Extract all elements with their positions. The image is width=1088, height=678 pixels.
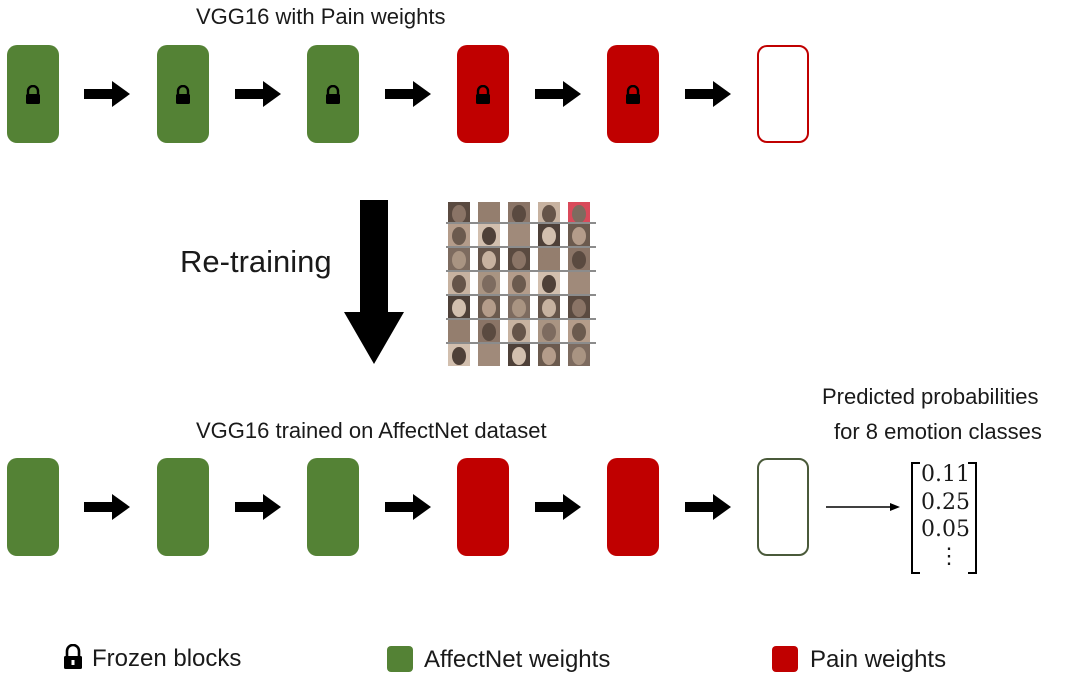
right-arrow-icon bbox=[535, 81, 581, 107]
top-output-block bbox=[757, 45, 809, 143]
prediction-label-line2: for 8 emotion classes bbox=[834, 419, 1042, 444]
bottom-block-4 bbox=[457, 458, 509, 556]
face-shape bbox=[452, 347, 466, 365]
face-shape bbox=[542, 227, 556, 245]
lock-icon bbox=[26, 85, 40, 104]
face-shape bbox=[542, 347, 556, 365]
probability-ellipsis: ⋮ bbox=[938, 544, 960, 569]
right-arrow-icon bbox=[685, 81, 731, 107]
top-block-5 bbox=[607, 45, 659, 143]
face-shape bbox=[452, 251, 466, 269]
face-shape bbox=[452, 227, 466, 245]
bottom-block-2 bbox=[157, 458, 209, 556]
right-arrow-icon bbox=[685, 494, 731, 520]
prediction-label-line1: Predicted probabilities bbox=[822, 384, 1039, 409]
lock-icon bbox=[476, 85, 490, 104]
face-shape bbox=[542, 275, 556, 293]
top-block-2 bbox=[157, 45, 209, 143]
bottom-block-3 bbox=[307, 458, 359, 556]
top-block-4 bbox=[457, 45, 509, 143]
face-shape bbox=[512, 323, 526, 341]
mosaic-divider bbox=[446, 270, 596, 272]
lock-icon bbox=[326, 85, 340, 104]
face-shape bbox=[512, 347, 526, 365]
right-arrow-icon bbox=[385, 81, 431, 107]
mosaic-divider bbox=[446, 294, 596, 296]
right-arrow-icon bbox=[235, 81, 281, 107]
right-arrow-icon bbox=[84, 494, 130, 520]
face-shape bbox=[512, 299, 526, 317]
face-shape bbox=[482, 227, 496, 245]
face-shape bbox=[482, 347, 496, 365]
face-shape bbox=[542, 251, 556, 269]
face-shape bbox=[482, 205, 496, 223]
face-shape bbox=[452, 205, 466, 223]
top-title: VGG16 with Pain weights bbox=[196, 4, 446, 29]
probability-value: 0.05 bbox=[921, 517, 970, 542]
face-shape bbox=[572, 275, 586, 293]
legend-frozen-label: Frozen blocks bbox=[92, 645, 242, 672]
face-shape bbox=[572, 347, 586, 365]
right-bracket bbox=[968, 462, 977, 574]
face-shape bbox=[512, 275, 526, 293]
top-block-3 bbox=[307, 45, 359, 143]
mosaic-divider bbox=[446, 222, 596, 224]
face-shape bbox=[572, 323, 586, 341]
face-shape bbox=[512, 227, 526, 245]
mosaic-divider bbox=[446, 342, 596, 344]
bottom-output-block bbox=[757, 458, 809, 556]
face-shape bbox=[542, 205, 556, 223]
mosaic-divider bbox=[446, 246, 596, 248]
lock-icon bbox=[64, 644, 82, 669]
face-shape bbox=[452, 299, 466, 317]
face-shape bbox=[572, 251, 586, 269]
face-shape bbox=[482, 251, 496, 269]
legend-pain-swatch bbox=[772, 646, 798, 672]
face-shape bbox=[572, 299, 586, 317]
output-arrow-icon bbox=[826, 503, 900, 511]
legend-affectnet-swatch bbox=[387, 646, 413, 672]
lock-icon bbox=[176, 85, 190, 104]
face-shape bbox=[512, 251, 526, 269]
down-arrow-icon bbox=[344, 200, 404, 364]
face-shape bbox=[482, 275, 496, 293]
face-shape bbox=[512, 205, 526, 223]
face-shape bbox=[452, 275, 466, 293]
mosaic-divider bbox=[446, 318, 596, 320]
probability-value: 0.11 bbox=[921, 462, 970, 487]
retrain-label: Re-training bbox=[180, 244, 332, 279]
face-shape bbox=[542, 299, 556, 317]
lock-icon bbox=[626, 85, 640, 104]
right-arrow-icon bbox=[535, 494, 581, 520]
face-shape bbox=[482, 323, 496, 341]
probability-value: 0.25 bbox=[921, 490, 970, 515]
bottom-title: VGG16 trained on AffectNet dataset bbox=[196, 418, 547, 443]
legend-pain-label: Pain weights bbox=[810, 646, 947, 673]
face-shape bbox=[572, 227, 586, 245]
right-arrow-icon bbox=[235, 494, 281, 520]
top-block-1 bbox=[7, 45, 59, 143]
bottom-block-5 bbox=[607, 458, 659, 556]
face-shape bbox=[572, 205, 586, 223]
face-shape bbox=[452, 323, 466, 341]
face-shape bbox=[542, 323, 556, 341]
right-arrow-icon bbox=[84, 81, 130, 107]
left-bracket bbox=[911, 462, 920, 574]
face-dataset-mosaic bbox=[446, 200, 596, 366]
legend-affectnet-label: AffectNet weights bbox=[424, 646, 611, 673]
right-arrow-icon bbox=[385, 494, 431, 520]
face-shape bbox=[482, 299, 496, 317]
bottom-block-1 bbox=[7, 458, 59, 556]
face-thumbnails bbox=[446, 202, 596, 366]
